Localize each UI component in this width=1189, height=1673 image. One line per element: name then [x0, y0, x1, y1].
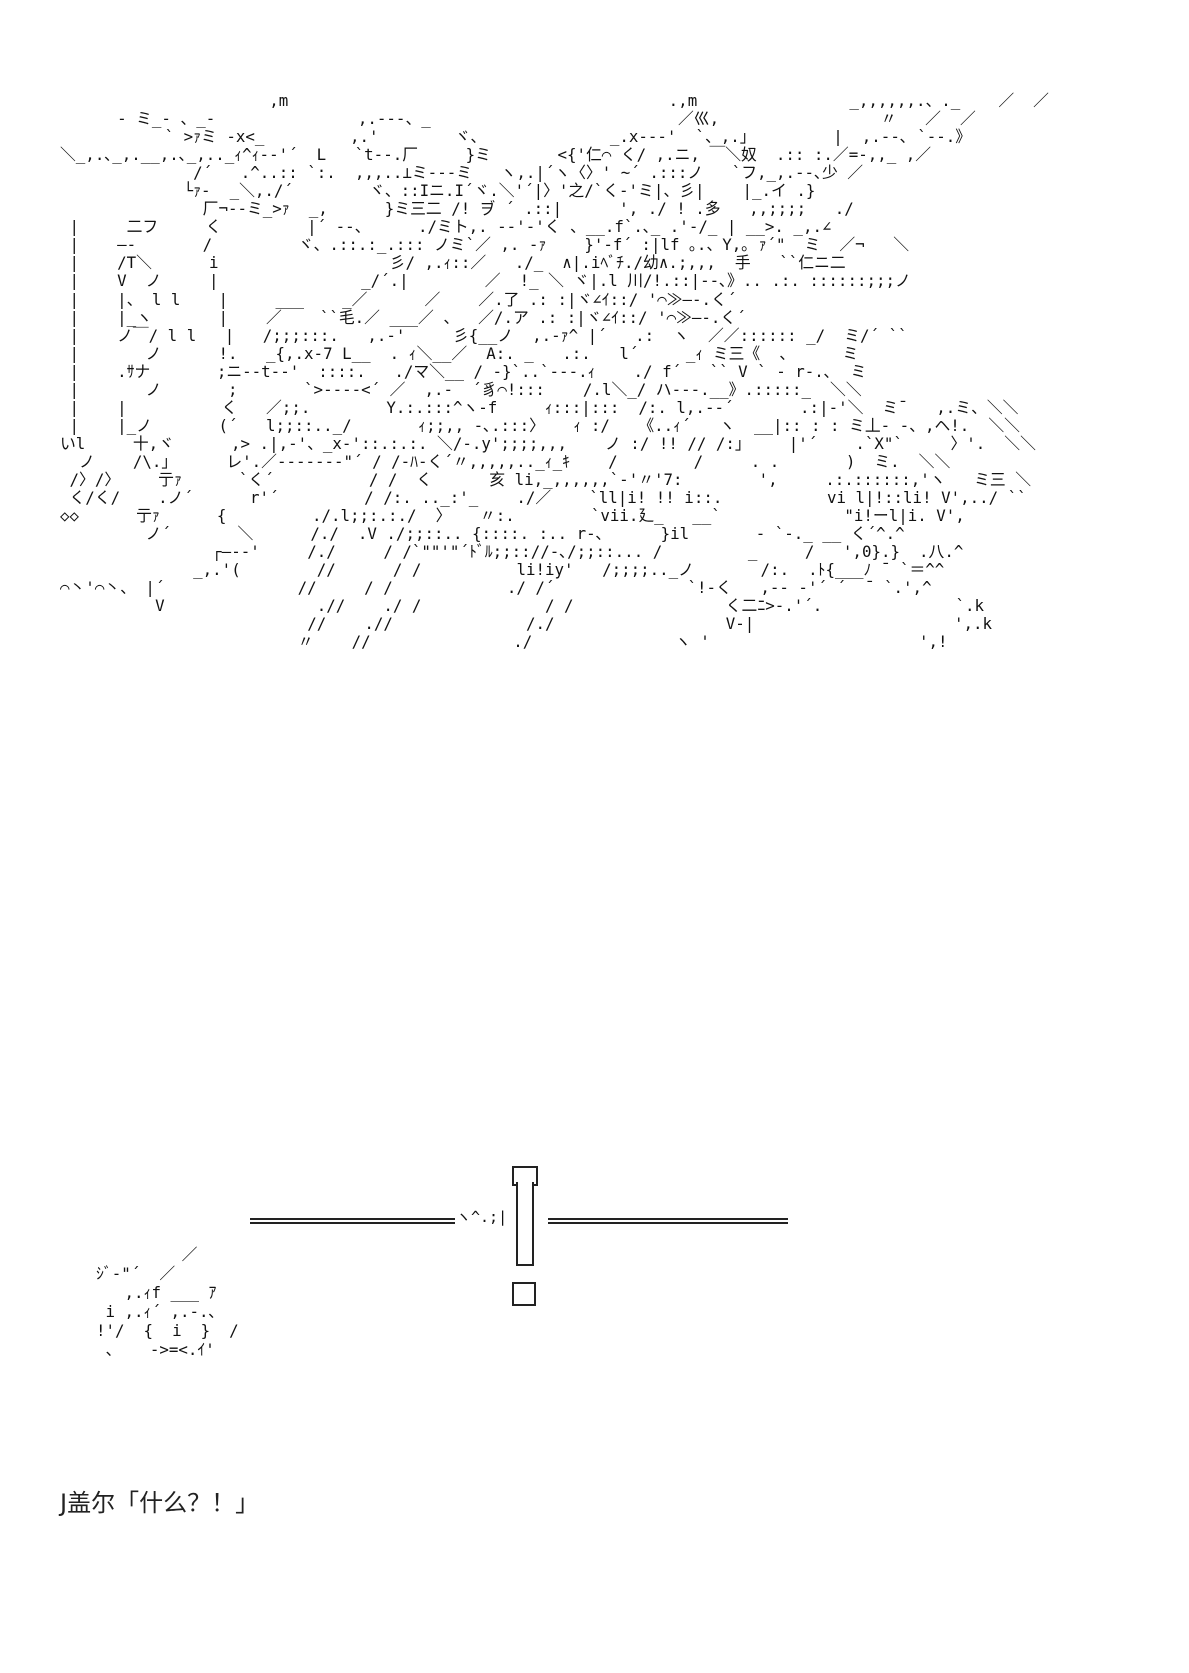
ascii-art-main-scene: ,m .,m _,,,,,,.、._ ／ ／ - ミ_- 、_- ,.---、_…: [60, 91, 1049, 652]
sword-hilt-grip: [516, 1182, 534, 1266]
sword-blade-left: [250, 1218, 455, 1224]
dialogue-caption: J盖尔「什么？！」: [60, 1489, 260, 1517]
sword-blade-right: [548, 1218, 788, 1224]
ascii-art-small-figure: ／ ｼﾞ-"´ ／ ,.ｨf ___ ｱ i ,.ｨ´ ,.-.､ !'/ { …: [96, 1245, 239, 1359]
sword-spark-marks: ヽ^.;|: [456, 1208, 508, 1226]
sword-pommel: [512, 1282, 536, 1306]
